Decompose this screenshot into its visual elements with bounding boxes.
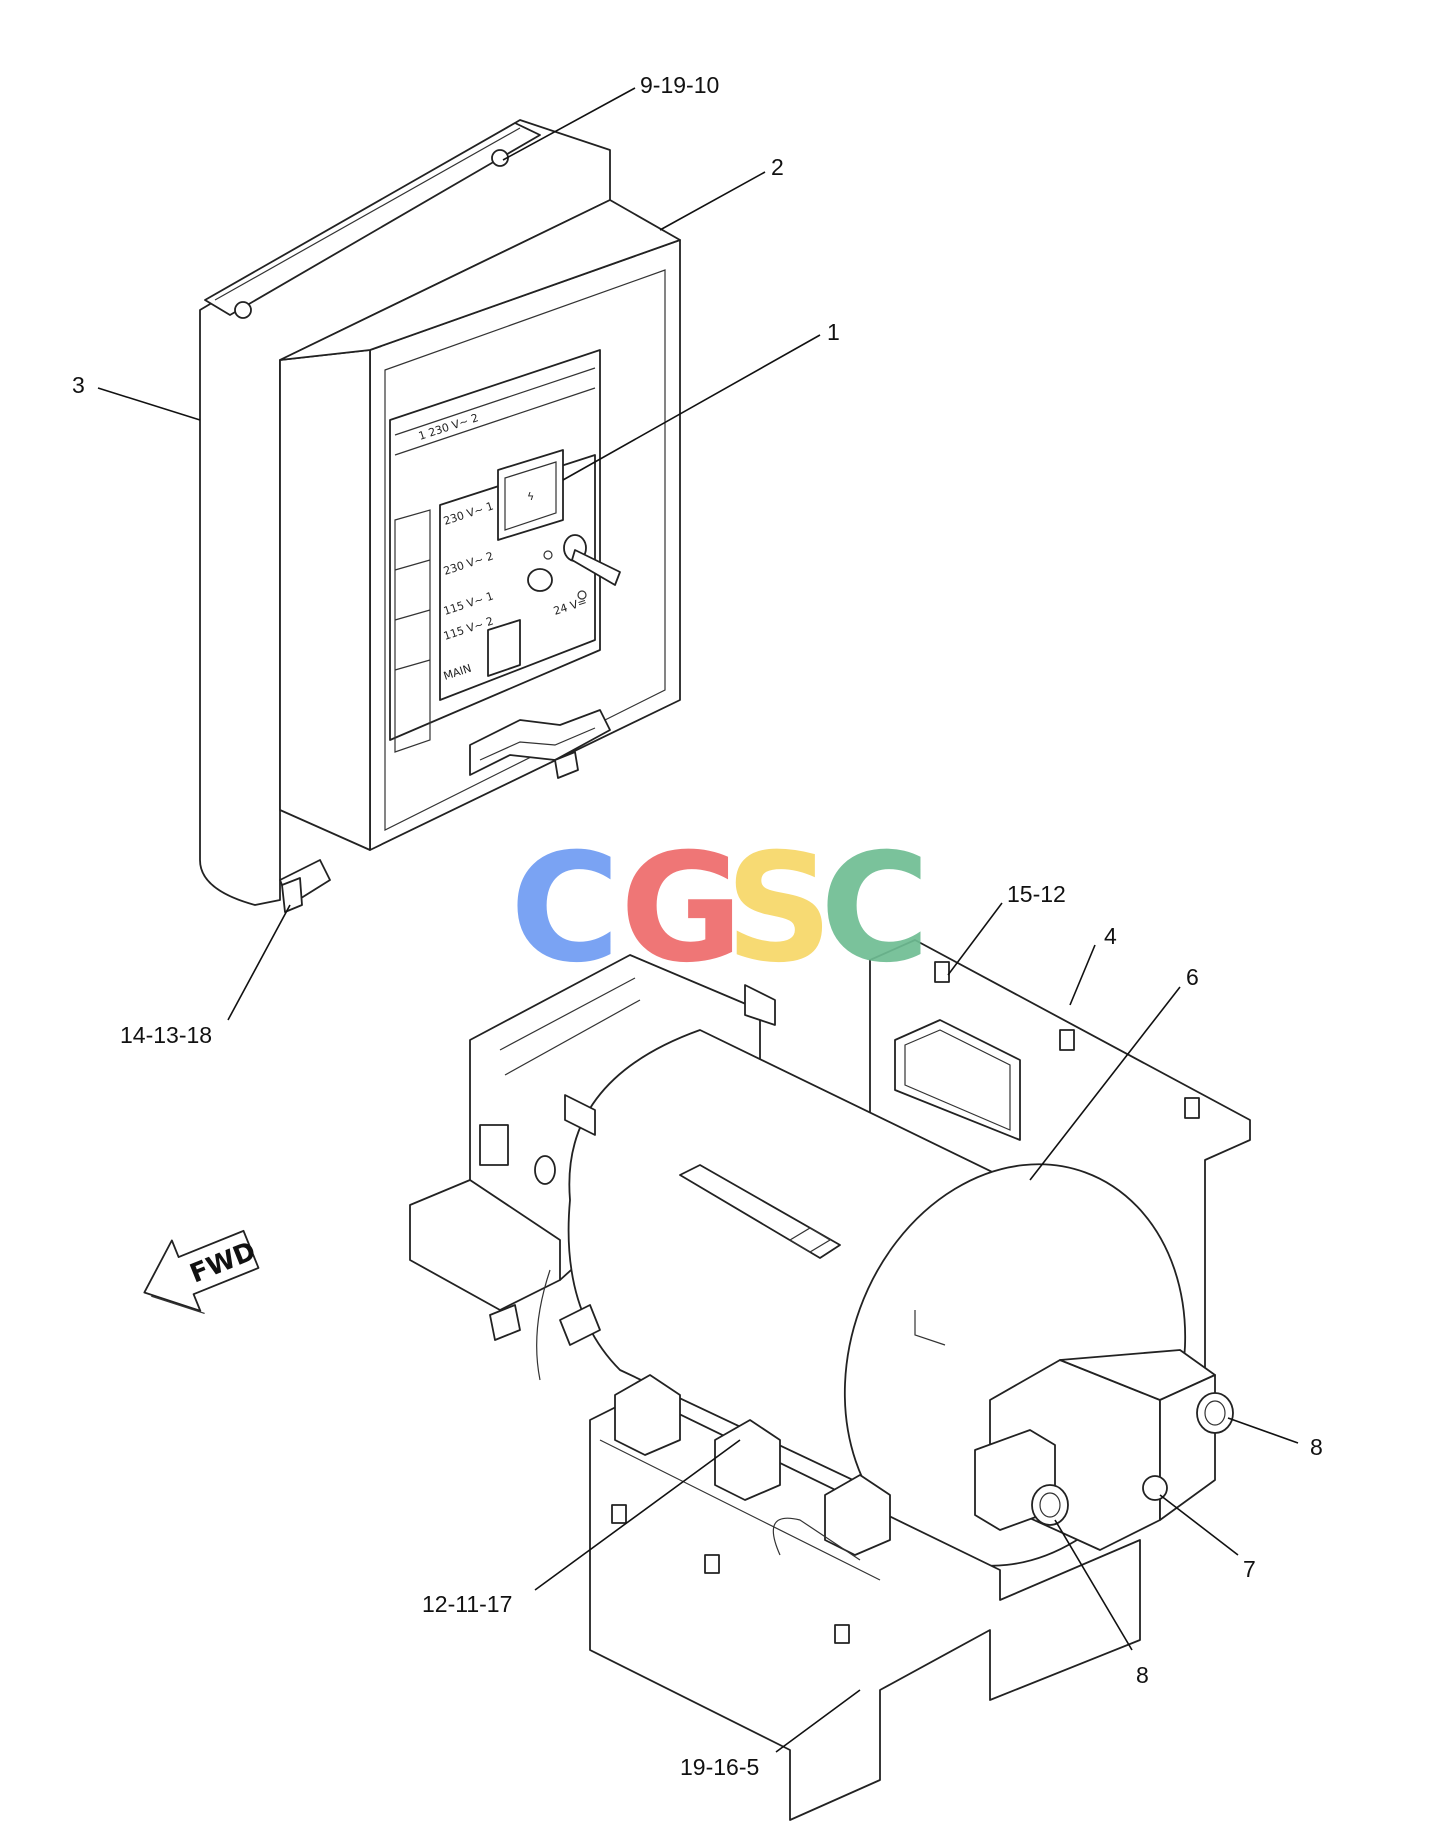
- box-side: [279, 349, 371, 851]
- callout-12-11-17: 12-11-17: [422, 1591, 512, 1617]
- callout-6: 6: [1186, 964, 1199, 990]
- callout-7: 7: [1243, 1556, 1256, 1582]
- cylinder-unit-assembly: [409, 939, 1251, 1821]
- callout-4: 4: [1104, 923, 1117, 949]
- box-top: [279, 199, 681, 361]
- studs: [934, 961, 1200, 1119]
- watermark-letter-4: C: [820, 822, 930, 996]
- callout-9-19-10: 9-19-10: [640, 72, 719, 98]
- fitting-icon: [1142, 1475, 1168, 1501]
- knob-icon: [527, 568, 553, 592]
- callout-1: 1: [827, 319, 840, 345]
- watermark-letter-2: G: [620, 822, 743, 996]
- watermark-letter-3: S: [725, 822, 833, 996]
- bottom-latch: [469, 709, 611, 776]
- callout-15-12: 15-12: [1007, 881, 1066, 907]
- callout-labels: 9-19-10 2 1 3 14-13-18 15-12 4 6 8 7 8 1…: [72, 72, 1323, 1780]
- top-flange: [204, 122, 541, 316]
- callout-8-bottom: 8: [1136, 1662, 1149, 1688]
- callout-14-13-18: 14-13-18: [120, 1022, 212, 1048]
- callout-3: 3: [72, 372, 85, 398]
- svg-text:ϟ: ϟ: [527, 490, 534, 503]
- callout-19-16-5: 19-16-5: [680, 1754, 759, 1780]
- watermark-logo: C G S C: [510, 822, 930, 996]
- callout-2: 2: [771, 154, 784, 180]
- fwd-arrow-icon: FWD: [143, 1229, 260, 1315]
- connector-bottom-icon: [1031, 1484, 1069, 1526]
- leader-lines: [97, 87, 1299, 1753]
- connector-right-icon: [1196, 1392, 1234, 1434]
- callout-8-right: 8: [1310, 1434, 1323, 1460]
- indicator-window: [497, 449, 564, 541]
- control-box-assembly: 1 230 V~ 2 ϟ 230 V~ 1 230 V~ 2 115 V~ 1 …: [199, 119, 681, 913]
- lower-mount: [589, 1394, 1141, 1821]
- watermark-letter-1: C: [510, 822, 620, 996]
